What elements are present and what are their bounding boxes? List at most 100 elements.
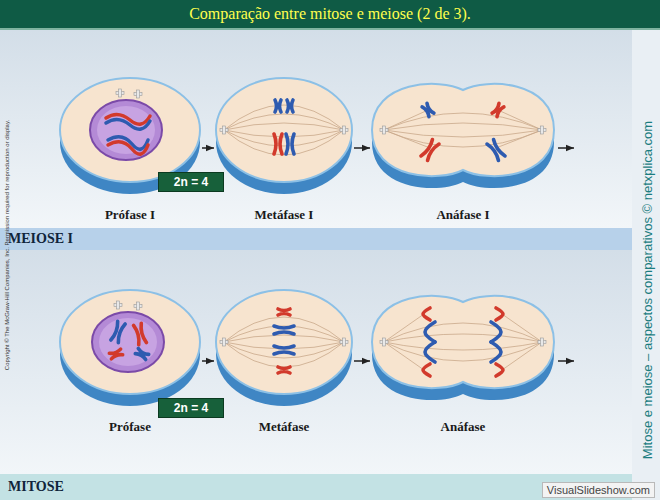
- cell-anaphase-1: [384, 110, 428, 130]
- cell-prophase: [114, 301, 122, 309]
- cell-metaphase: [274, 346, 294, 354]
- cell-anaphase: [425, 342, 435, 362]
- slide-title: Comparação entre mitose e meiose (2 de 3…: [0, 0, 660, 28]
- stage-arrow: [202, 147, 214, 149]
- cell-prophase-1: [97, 106, 155, 154]
- cell-prophase: [134, 302, 142, 310]
- section-title: MITOSE: [8, 479, 64, 495]
- cell-metaphase: [274, 326, 294, 334]
- stage-cell: Prófase2n = 4: [58, 286, 202, 436]
- header-bar: [0, 28, 660, 30]
- cell-metaphase-1: [224, 114, 344, 130]
- cell-prophase-1: [60, 78, 200, 182]
- continue-arrow: [558, 360, 574, 362]
- stage-arrow: [202, 360, 214, 362]
- cell-anaphase: [384, 342, 542, 350]
- section-title: MEIOSE I: [8, 231, 73, 247]
- cell-prophase: [109, 349, 122, 359]
- cell-metaphase: [224, 335, 344, 342]
- cell-anaphase: [496, 364, 503, 376]
- cell-anaphase: [491, 322, 501, 342]
- cell-metaphase-1: [216, 78, 352, 182]
- cell-prophase-1: [116, 89, 124, 97]
- cell-anaphase-1: [384, 110, 542, 148]
- cell-anaphase: [491, 342, 501, 362]
- stage-name: Metáfase I: [206, 206, 362, 224]
- cell-metaphase-1: [274, 134, 282, 154]
- meiosis-panel: [0, 30, 632, 228]
- chromosome-count-badge: 2n = 4: [158, 398, 224, 418]
- cell-anaphase-1: [538, 126, 546, 134]
- cell-metaphase-1: [224, 123, 344, 130]
- cell-metaphase-1: [286, 134, 294, 154]
- mitosis-panel: [0, 250, 632, 474]
- cell-metaphase-1: [224, 130, 344, 146]
- cell-prophase: [99, 318, 157, 366]
- cell-metaphase-1: [224, 105, 344, 155]
- stage-arrow: [354, 147, 370, 149]
- cell-anaphase: [384, 334, 542, 342]
- cell-metaphase-1: [224, 105, 344, 130]
- cell-anaphase: [423, 364, 430, 376]
- cell-anaphase-1: [498, 110, 542, 130]
- cell-prophase: [134, 323, 147, 344]
- cell-metaphase: [224, 342, 344, 358]
- cell-metaphase: [216, 290, 352, 394]
- cell-anaphase: [496, 308, 503, 320]
- cell-anaphase-1: [372, 84, 554, 188]
- cell-anaphase-1: [380, 126, 388, 134]
- cell-metaphase-1: [275, 100, 281, 112]
- cell-metaphase: [224, 317, 344, 367]
- cell-metaphase: [340, 338, 348, 346]
- cell-prophase: [92, 312, 164, 372]
- stage-name: Metáfase: [206, 418, 362, 436]
- cell-anaphase: [425, 322, 435, 342]
- cell-prophase: [60, 290, 200, 394]
- cell-anaphase-1: [372, 84, 554, 176]
- cell-anaphase: [384, 342, 424, 370]
- cell-metaphase: [216, 290, 352, 406]
- cell-prophase-1: [106, 119, 150, 129]
- cell-anaphase-1: [487, 140, 505, 161]
- stage-cell: Anáfase: [370, 286, 556, 436]
- cell-metaphase-1: [224, 130, 344, 137]
- stage-cell: Metáfase: [214, 286, 354, 436]
- cell-metaphase-1: [220, 126, 228, 134]
- cell-prophase: [135, 348, 148, 359]
- cell-anaphase: [502, 342, 542, 370]
- stage-cell: Anáfase I: [370, 72, 556, 224]
- cell-anaphase-1: [496, 130, 542, 148]
- cell-anaphase: [502, 314, 542, 342]
- cell-anaphase: [372, 296, 554, 400]
- cell-anaphase-1: [384, 130, 430, 148]
- stage-cell: Prófase I2n = 4: [58, 72, 202, 224]
- cell-prophase-1: [108, 142, 148, 154]
- cell-metaphase-1: [287, 100, 293, 112]
- header-bar: [0, 0, 660, 28]
- section-band: MEIOSE I: [0, 228, 632, 250]
- cell-anaphase-1: [422, 103, 434, 116]
- cell-prophase-1: [134, 90, 142, 98]
- stage-name: Anáfase I: [362, 206, 564, 224]
- stage-name: Prófase I: [50, 206, 210, 224]
- cell-anaphase: [538, 338, 546, 346]
- cell-metaphase: [278, 309, 290, 315]
- cell-anaphase-1: [384, 130, 542, 137]
- cell-metaphase: [224, 317, 344, 342]
- cell-anaphase: [372, 296, 554, 388]
- cell-anaphase: [384, 314, 424, 342]
- cell-metaphase: [224, 326, 344, 342]
- cell-metaphase-1: [224, 130, 344, 155]
- header-bar: [0, 0, 660, 30]
- stage-arrow: [354, 360, 370, 362]
- cell-anaphase-1: [384, 130, 542, 147]
- continue-arrow: [558, 147, 574, 149]
- cell-prophase: [111, 321, 125, 343]
- chromosome-count-badge: 2n = 4: [158, 172, 224, 192]
- stage-name: Prófase: [50, 418, 210, 436]
- cell-metaphase: [278, 367, 290, 373]
- stage-cell: Metáfase I: [214, 72, 354, 224]
